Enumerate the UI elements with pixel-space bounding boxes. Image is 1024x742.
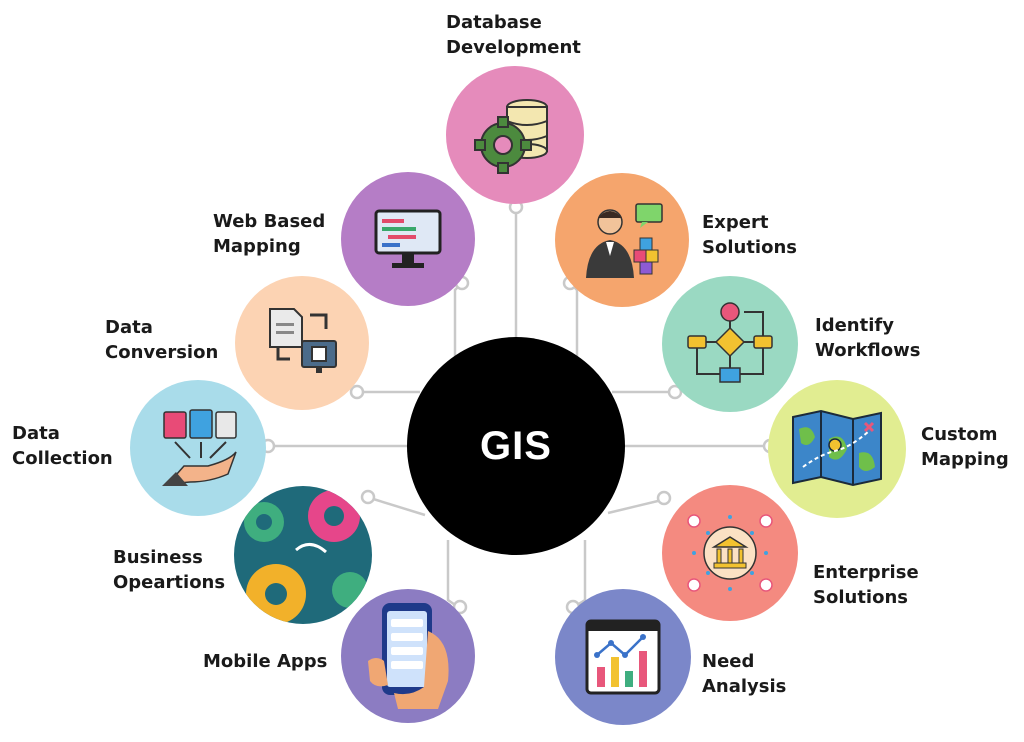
label-mobile-apps: Mobile Apps	[203, 651, 328, 672]
gear-database-icon	[474, 99, 548, 174]
node-web-based-mapping	[341, 172, 475, 306]
node-business-operations	[234, 486, 372, 624]
hub-label: GIS	[480, 423, 552, 468]
node-data-conversion	[235, 276, 369, 410]
node-enterprise-solutions	[662, 485, 798, 621]
map-icon	[792, 409, 882, 487]
node-need-analysis	[555, 589, 691, 725]
expert-cubes-icon	[586, 203, 663, 278]
flowchart-icon	[687, 302, 773, 383]
phone-hand-icon	[368, 603, 449, 709]
node-database-development	[446, 66, 584, 204]
node-data-collection	[130, 380, 266, 516]
gis-hub: GIS	[407, 337, 625, 555]
node-expert-solutions	[555, 173, 689, 307]
document-convert-icon	[269, 308, 337, 373]
documents-hand-icon	[162, 409, 237, 486]
node-custom-mapping	[768, 380, 906, 518]
monitor-code-icon	[374, 209, 442, 268]
bank-network-icon	[687, 514, 773, 592]
node-identify-workflows	[662, 276, 798, 412]
node-mobile-apps	[341, 589, 475, 723]
gears-icon	[244, 490, 368, 624]
analytics-chart-icon	[585, 619, 661, 695]
